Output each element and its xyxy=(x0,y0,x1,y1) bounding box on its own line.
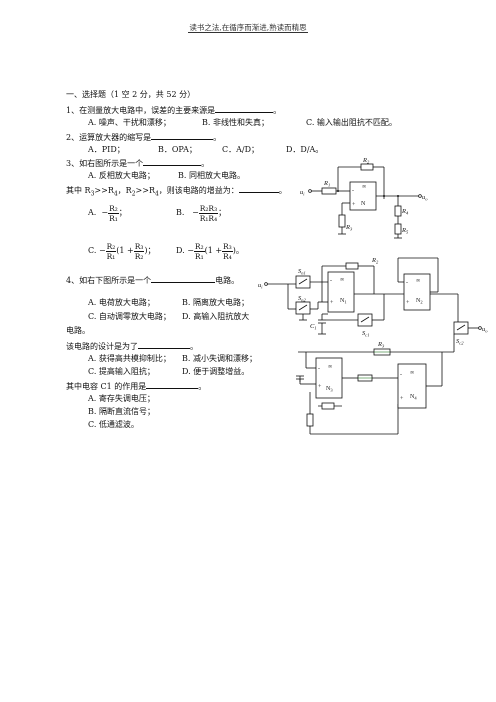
svg-text:R5: R5 xyxy=(401,227,409,235)
svg-text:∞: ∞ xyxy=(416,278,420,284)
q3-option-a: A. 反相放大电路； xyxy=(88,171,155,180)
svg-text:∞: ∞ xyxy=(362,184,366,190)
svg-text:Sc2: Sc2 xyxy=(456,338,464,346)
q4-option-c: C. 自动调零放大电路； xyxy=(88,312,171,321)
svg-text:Sn1: Sn1 xyxy=(298,268,306,276)
q2-option-d: D．D/A。 xyxy=(286,145,324,154)
svg-text:-: - xyxy=(352,188,354,194)
q2-option-b: B．OPA； xyxy=(158,145,197,154)
q4-option-a: A. 电荷放大电路； xyxy=(88,298,155,307)
q1-answer-blank[interactable] xyxy=(215,104,274,113)
section-title: 一、选择题（1 空 2 分，共 52 分） xyxy=(66,90,196,99)
q1-option-b: B. 非线性和失真； xyxy=(202,118,269,127)
q1-option-a: A. 噪声、干扰和漂移； xyxy=(88,118,171,127)
svg-text:R1: R1 xyxy=(323,180,330,188)
q4-c1-blank[interactable] xyxy=(146,380,199,389)
q1-option-c: C. 输入输出阻抗不匹配。 xyxy=(306,118,397,127)
q4-purpose-blank[interactable] xyxy=(138,340,190,349)
q4-purpose-option-c: C. 提高输入阻抗； xyxy=(88,367,155,376)
q3-option-b: B. 同相放大电路。 xyxy=(178,171,245,180)
q4-c1-option-c: C. 低通滤波。 xyxy=(88,420,139,429)
q4-purpose-stem: 该电路的设计是为了。 xyxy=(66,340,198,351)
q4-option-b: B. 隔离放大电路； xyxy=(182,298,249,307)
svg-text:+: + xyxy=(352,202,356,208)
svg-text:N4: N4 xyxy=(410,394,417,401)
q2-answer-blank[interactable] xyxy=(151,131,214,140)
svg-text:-: - xyxy=(330,278,332,284)
svg-text:+: + xyxy=(406,300,410,306)
svg-text:Sc1: Sc1 xyxy=(362,330,370,338)
svg-text:R3: R3 xyxy=(377,341,385,349)
svg-text:R3: R3 xyxy=(345,224,353,232)
svg-text:+: + xyxy=(400,396,404,402)
q4-purpose-option-a: A. 获得高共模抑制比； xyxy=(88,354,171,363)
q3-gain-blank[interactable] xyxy=(238,184,279,193)
svg-text:ui: ui xyxy=(258,282,263,290)
svg-text:∞: ∞ xyxy=(340,277,344,283)
q4-answer-blank[interactable] xyxy=(151,274,216,283)
svg-text:+: + xyxy=(318,384,322,390)
svg-text:∞: ∞ xyxy=(410,370,414,376)
svg-text:uo: uo xyxy=(482,326,488,334)
q3-stem: 3、如右图所示是一个。 xyxy=(66,157,210,168)
q3-condition: 其中 R3>>R4，R2>>R4，则该电路的增益为：。 xyxy=(66,184,287,198)
q2-stem: 2、运算放大器的缩写是。 xyxy=(66,131,222,142)
q4-purpose-option-d: D. 便于调整增益。 xyxy=(182,367,250,376)
svg-text:N1: N1 xyxy=(340,298,347,305)
svg-text:Sn2: Sn2 xyxy=(298,295,307,303)
svg-text:-: - xyxy=(318,366,320,372)
svg-text:N3: N3 xyxy=(326,386,333,393)
q4-c1-stem: 其中电容 C1 的作用是。 xyxy=(66,380,207,391)
q1-stem: 1、在测量放大电路中，误差的主要来源是。 xyxy=(66,104,282,115)
q4-c1-option-b: B. 隔断直流信号； xyxy=(88,407,155,416)
svg-text:R2: R2 xyxy=(371,257,379,265)
q4-purpose-option-b: B. 减小失调和漂移； xyxy=(182,354,257,363)
q4-option-d-cont: 电路。 xyxy=(66,326,90,335)
q2-option-a: A．PID； xyxy=(88,145,125,154)
svg-text:-: - xyxy=(400,372,402,378)
q4-option-d: D. 高输入阻抗放大 xyxy=(182,312,250,321)
q3-answer-blank[interactable] xyxy=(143,157,202,166)
svg-text:uo: uo xyxy=(422,194,428,202)
svg-text:C1: C1 xyxy=(310,323,317,331)
svg-text:-: - xyxy=(406,280,408,286)
svg-text:ui: ui xyxy=(300,189,305,197)
q3-circuit-diagram: ui R1 R2 R3 R4 R5 uo - + ∞ N xyxy=(300,157,428,239)
svg-text:N2: N2 xyxy=(416,298,423,305)
svg-text:R4: R4 xyxy=(401,208,409,216)
svg-text:∞: ∞ xyxy=(328,364,332,370)
svg-text:N: N xyxy=(361,201,366,207)
page-header: 读书之法,在循序而渐进,熟读而精思 xyxy=(188,23,308,33)
svg-text:R2: R2 xyxy=(362,157,370,165)
q4-c1-option-a: A. 寄存失调电压； xyxy=(88,394,155,403)
q4-stem: 4、如右下图所示是一个电路。 xyxy=(66,274,240,285)
q2-option-c: C．A/D； xyxy=(222,145,260,154)
q4-circuit-diagram: ui Sn1 Sn2 C1 Sc1 Sc2 R2 R3 uo - + ∞ N1 … xyxy=(258,257,488,435)
svg-text:+: + xyxy=(330,300,334,306)
